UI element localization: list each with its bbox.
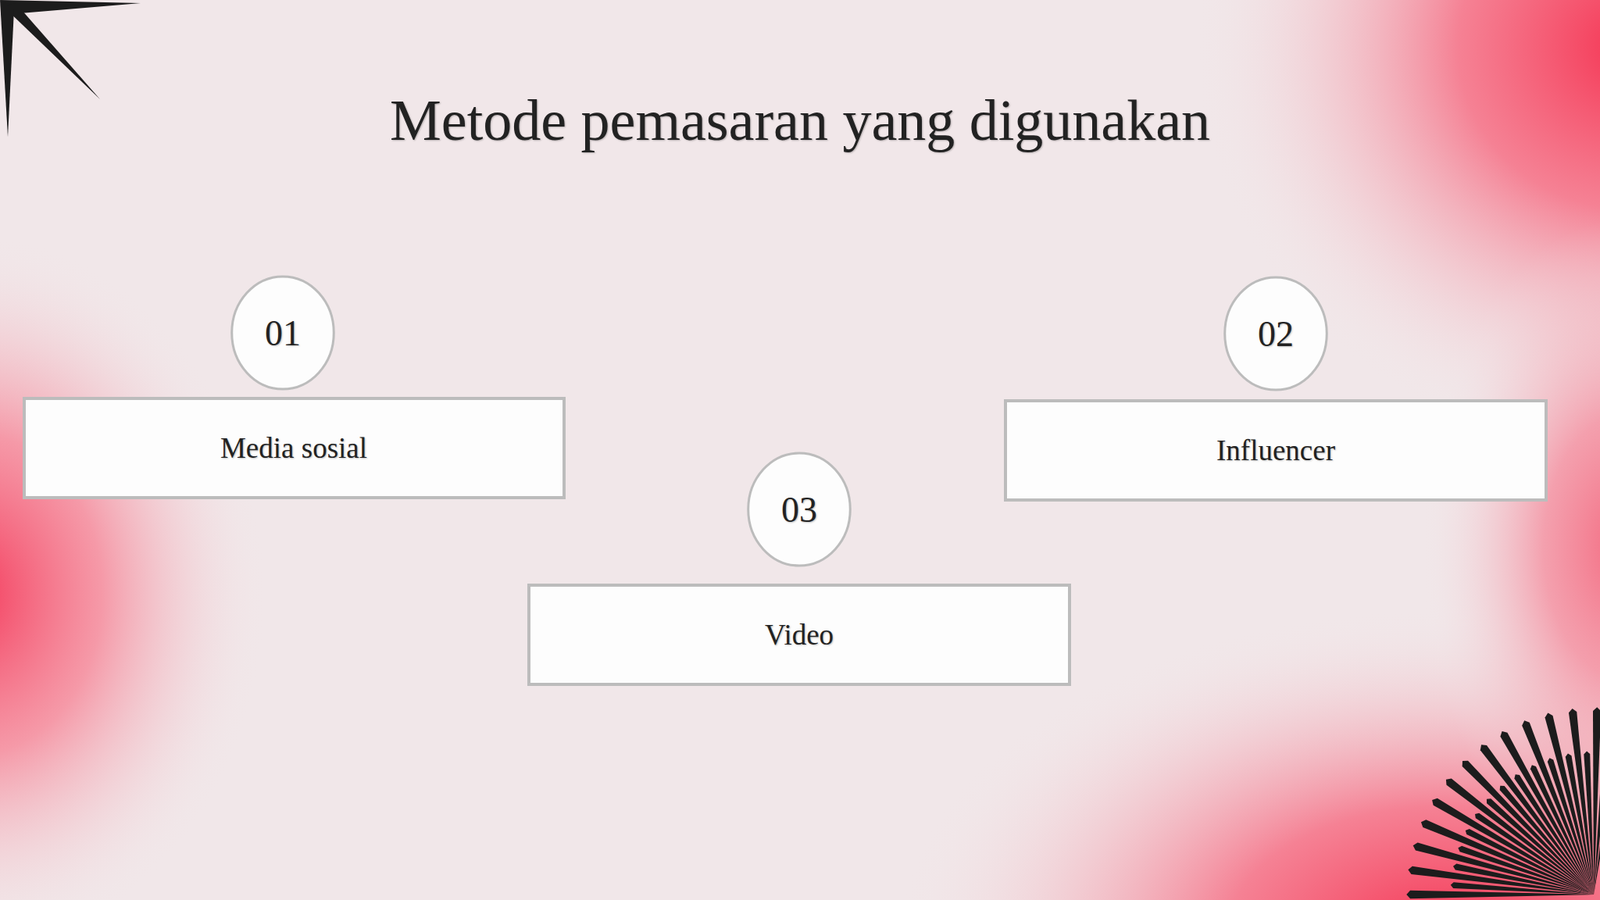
method-label: Media sosial [220, 431, 368, 465]
step-number: 02 [1257, 313, 1294, 355]
number-circle: 01 [229, 274, 336, 392]
step-number: 03 [781, 489, 818, 531]
circle-shape [1225, 277, 1328, 390]
slide-title: Metode pemasaran yang digunakan [0, 87, 1600, 154]
spike [1406, 890, 1594, 899]
number-circle: 03 [746, 450, 853, 568]
method-label: Influencer [1216, 433, 1336, 468]
number-circle: 02 [1222, 275, 1329, 393]
method-box: Media sosial [22, 396, 566, 500]
sunburst-decoration [1406, 707, 1600, 899]
spike [1583, 751, 1594, 895]
spike [1530, 764, 1594, 895]
step-number: 01 [264, 312, 301, 354]
method-label: Video [764, 617, 834, 652]
spike [1545, 713, 1594, 895]
circle-shape [748, 453, 851, 566]
method-box: Video [527, 583, 1072, 686]
star-decoration [0, 0, 141, 137]
spike [1593, 709, 1600, 895]
method-box: Influencer [1003, 399, 1548, 502]
spike [1453, 864, 1594, 895]
spike [1568, 708, 1594, 895]
circle-shape [232, 276, 335, 390]
